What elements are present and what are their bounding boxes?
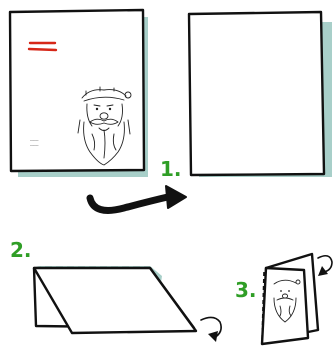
printed-sheet-page — [10, 10, 144, 171]
step-3-label: 3. — [235, 278, 257, 302]
greeting-card — [262, 254, 318, 344]
small-print-line-1: _____ — [29, 137, 39, 141]
step-1-label: 1. — [160, 157, 182, 181]
folded-sheet — [34, 266, 196, 333]
curved-arrow-right-icon — [90, 186, 186, 210]
printed-sheet: _____ _____ — [10, 10, 148, 177]
blank-sheet — [189, 12, 332, 177]
small-print-line-2: _____ — [29, 142, 39, 146]
curl-arrow-icon — [201, 317, 221, 342]
greeting-card-front — [262, 268, 308, 344]
blank-sheet-page — [189, 12, 324, 175]
curl-arrow-icon — [318, 256, 332, 276]
step-2-label: 2. — [10, 238, 32, 262]
